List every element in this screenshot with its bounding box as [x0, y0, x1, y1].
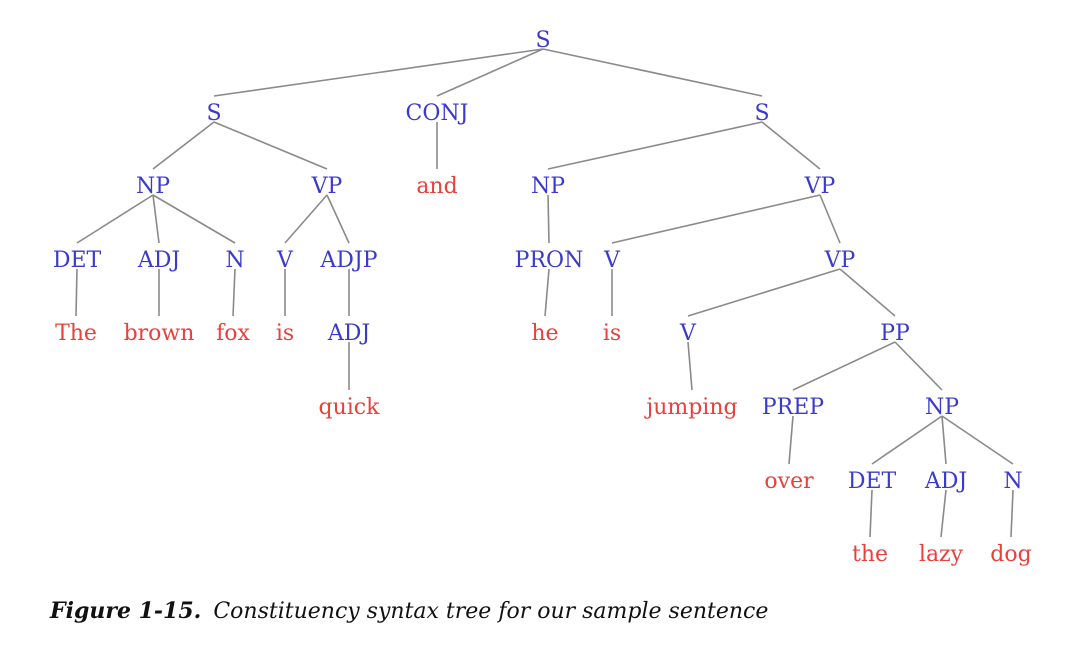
word-node-w_quick: quick — [319, 395, 381, 420]
tree-edge-det1-w_the — [75, 268, 78, 317]
tree-edge-v3-w_jumping — [687, 341, 693, 391]
word-node-w_is1: is — [276, 321, 294, 346]
tree-edge-vp2-v2 — [611, 194, 821, 244]
phrase-node-pron: PRON — [515, 248, 584, 273]
tree-edge-s_left-np1 — [152, 121, 215, 170]
tree-edge-s_root-conj — [436, 48, 544, 97]
tree-edge-s_root-s_right — [542, 48, 763, 97]
word-node-w_jumping: jumping — [643, 395, 737, 420]
word-node-w_lazy: lazy — [919, 542, 964, 567]
tree-edge-s_right-vp2 — [761, 121, 821, 170]
phrase-node-adj2: ADJ — [327, 321, 370, 346]
figure-caption-text: Constituency syntax tree for our sample … — [213, 599, 769, 624]
tree-edge-vp1-adjp — [326, 194, 350, 244]
tree-edge-s_root-s_left — [213, 48, 544, 97]
phrase-node-v1: V — [276, 248, 294, 273]
tree-edge-np1-adj1 — [152, 194, 160, 244]
phrase-node-n2: N — [1003, 469, 1022, 494]
tree-edge-np3-adj3 — [941, 415, 947, 465]
tree-edge-prep-w_over — [788, 415, 794, 465]
tree-edge-np3-det2 — [871, 415, 943, 465]
phrase-node-adjp: ADJP — [319, 248, 377, 273]
tree-edge-n1-w_fox — [232, 268, 236, 317]
tree-edge-pp-np3 — [894, 341, 943, 391]
tree-edge-vp3-v3 — [687, 268, 841, 317]
phrase-node-adj1: ADJ — [137, 248, 180, 273]
tree-edge-pron-w_he — [544, 268, 550, 317]
tree-edge-pp-prep — [792, 341, 896, 391]
word-node-w_he: he — [531, 321, 558, 346]
phrase-node-adj3: ADJ — [924, 469, 967, 494]
phrase-node-vp3: VP — [824, 248, 856, 273]
word-node-w_dog: dog — [990, 542, 1031, 567]
phrase-node-pp: PP — [880, 321, 910, 346]
word-node-w_the: The — [55, 321, 97, 346]
tree-edge-det2-w_the2 — [869, 489, 873, 538]
phrase-node-vp1: VP — [311, 174, 343, 199]
tree-edge-np2-pron — [547, 194, 550, 244]
phrase-node-v2: V — [603, 248, 621, 273]
phrase-node-s_root: S — [535, 28, 550, 53]
phrase-node-np1: NP — [136, 174, 170, 199]
phrase-node-n1: N — [225, 248, 244, 273]
tree-edge-adj3-w_lazy — [940, 489, 947, 538]
tree-edges — [75, 48, 1014, 538]
phrase-node-np2: NP — [531, 174, 565, 199]
tree-edge-vp2-vp3 — [819, 194, 841, 244]
phrase-node-det2: DET — [848, 469, 897, 494]
tree-edge-s_right-np2 — [547, 121, 763, 170]
phrase-node-vp2: VP — [804, 174, 836, 199]
word-node-w_and: and — [416, 174, 457, 199]
tree-edge-np1-n1 — [152, 194, 236, 244]
word-node-w_fox: fox — [216, 321, 250, 346]
figure-label: Figure 1-15. — [50, 598, 202, 624]
tree-edge-s_left-vp1 — [213, 121, 328, 170]
tree-edge-np1-det1 — [76, 194, 154, 244]
tree-edge-np3-n2 — [941, 415, 1014, 465]
phrase-node-v3: V — [679, 321, 697, 346]
tree-edge-vp3-pp — [839, 268, 896, 317]
word-node-w_the2: the — [852, 542, 888, 567]
tree-edge-n2-w_dog — [1010, 489, 1014, 538]
figure-caption: Figure 1-15. Constituency syntax tree for… — [50, 598, 768, 624]
word-node-w_brown: brown — [124, 321, 195, 346]
phrase-node-np3: NP — [925, 395, 959, 420]
phrase-node-s_right: S — [754, 101, 769, 126]
phrase-node-s_left: S — [206, 101, 221, 126]
tree-edge-vp1-v1 — [284, 194, 328, 244]
word-node-w_is2: is — [603, 321, 621, 346]
word-node-w_over: over — [764, 469, 814, 494]
phrase-node-prep: PREP — [762, 395, 824, 420]
phrase-node-conj: CONJ — [406, 101, 469, 126]
phrase-node-det1: DET — [53, 248, 102, 273]
